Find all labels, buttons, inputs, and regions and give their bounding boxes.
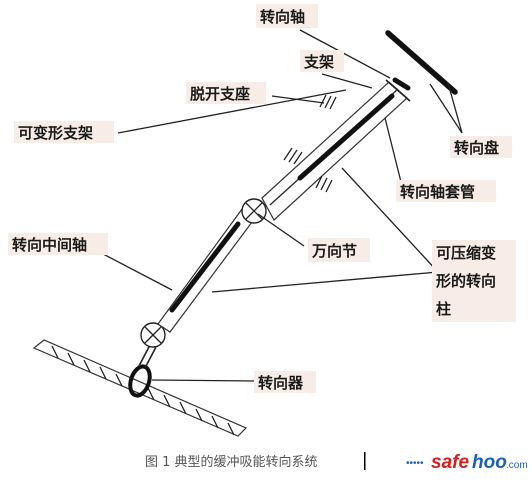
watermark-logo: ••••• safe hoo .com [406, 452, 528, 473]
label-bracket: 支架 [303, 53, 334, 71]
label-steering-wheel: 转向盘 [454, 139, 499, 157]
upper-universal-joint [241, 198, 267, 224]
label-backgrounds [8, 4, 516, 393]
label-steering-shaft: 转向轴 [260, 8, 305, 26]
text-cursor [364, 452, 366, 470]
labels: 转向轴 支架 脱开支座 可变形支架 转向盘 转向轴套管 转向中间轴 万向节 可压… [12, 8, 499, 392]
leader-lines [83, 29, 463, 382]
breakaway-mount [319, 94, 337, 110]
figure-caption: 图 1 典型的缓冲吸能转向系统 [145, 454, 318, 470]
steering-wheel [385, 30, 458, 95]
intermediate-shaft [157, 204, 259, 333]
watermark-safe: safe [431, 452, 469, 473]
label-steering-gear: 转向器 [258, 374, 304, 392]
label-collapsible-column-line3: 柱 [436, 300, 451, 318]
label-steering-shaft-sleeve: 转向轴套管 [400, 183, 475, 201]
steering-gear-rack [32, 339, 248, 437]
deformable-bracket [283, 147, 333, 193]
lower-shaft [138, 344, 157, 369]
watermark-hoo: hoo [472, 452, 507, 473]
label-collapsible-column-line1: 可压缩变 [436, 244, 496, 262]
watermark-domain: .com [506, 460, 528, 471]
label-collapsible-column-line2: 形的转向 [436, 272, 496, 290]
label-universal-joint: 万向节 [311, 242, 357, 260]
steering-column [261, 79, 411, 221]
steering-gear-pinion [128, 364, 152, 398]
lower-universal-joint [140, 322, 166, 348]
label-breakaway-mount: 脱开支座 [190, 85, 250, 103]
label-deformable-bracket: 可变形支架 [18, 124, 93, 142]
label-intermediate-shaft: 转向中间轴 [12, 236, 87, 254]
watermark-dots: ••••• [406, 458, 424, 469]
